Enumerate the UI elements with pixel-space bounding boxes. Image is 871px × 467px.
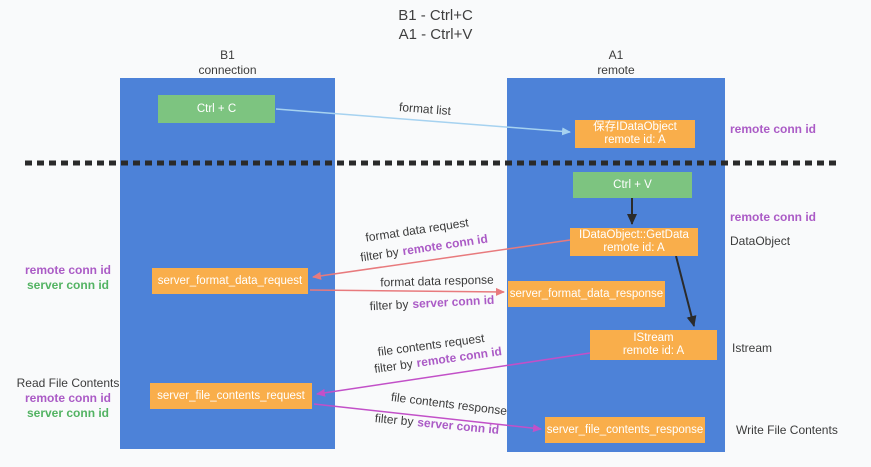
server-conn-id-key: server conn id <box>416 415 500 437</box>
ctrl-c-label: Ctrl + C <box>196 102 237 115</box>
ctrl-v-label: Ctrl + V <box>613 178 652 191</box>
server-format-data-request-node: server_format_data_request <box>152 268 308 294</box>
left-server-conn-id-bottom: server conn id <box>26 406 110 420</box>
server-format-data-request-label: server_format_data_request <box>157 274 303 287</box>
server-conn-id-key: server conn id <box>411 292 495 312</box>
save-dataobject-line2: remote id: A <box>604 134 666 146</box>
left-conn-id-block-bottom: Read File Contents remote conn id server… <box>13 376 123 421</box>
filter-by-text: filter by <box>359 244 400 265</box>
server-file-contents-request-label: server_file_contents_request <box>157 389 305 402</box>
server-file-contents-request-node: server_file_contents_request <box>150 383 312 409</box>
filter-by-text: filter by <box>374 411 415 429</box>
save-dataobject-node: 保存IDataObject remote id: A <box>575 120 695 148</box>
left-conn-id-block-top: remote conn id server conn id <box>13 263 123 293</box>
right-remote-conn-id-top: remote conn id <box>730 122 817 136</box>
server-file-contents-response-label: server_file_contents_response <box>546 423 704 436</box>
istream-line2: remote id: A <box>622 345 685 357</box>
getdata-node: IDataObject::GetData remote id: A <box>570 228 698 256</box>
lane-a1-title: A1 <box>608 48 624 62</box>
read-file-contents-label: Read File Contents <box>16 376 120 390</box>
server-format-data-response-node: server_format_data_response <box>508 281 665 307</box>
diagram-title-line1: B1 - Ctrl+C <box>398 7 473 24</box>
istream-line1: IStream <box>633 332 674 344</box>
getdata-line1: IDataObject::GetData <box>579 229 689 241</box>
lane-a1-subtitle: remote <box>597 63 635 77</box>
ctrl-v-node: Ctrl + V <box>573 172 692 198</box>
write-file-contents-label: Write File Contents <box>736 423 838 437</box>
getdata-line2: remote id: A <box>603 242 665 254</box>
diagram-title: B1 - Ctrl+C A1 - Ctrl+V <box>0 6 871 44</box>
save-dataobject-line1: 保存IDataObject <box>593 121 677 133</box>
server-file-contents-response-node: server_file_contents_response <box>545 417 705 443</box>
diagram-title-line2: A1 - Ctrl+V <box>398 26 473 43</box>
server-format-data-response-label: server_format_data_response <box>509 287 664 300</box>
lane-b1-title: B1 <box>220 48 235 62</box>
format-data-response-edge-label: format data response <box>380 272 494 290</box>
right-remote-conn-id-mid: remote conn id <box>730 210 817 224</box>
lane-header-a1: A1 remote <box>507 48 725 78</box>
left-server-conn-id-top: server conn id <box>26 278 110 292</box>
left-remote-conn-id-top: remote conn id <box>24 263 111 277</box>
lane-header-b1: B1 connection <box>120 48 335 78</box>
format-list-edge-label: format list <box>398 99 452 119</box>
filter-by-text: filter by <box>373 356 414 376</box>
format-data-response-arrow <box>309 287 505 296</box>
istream-node: IStream remote id: A <box>590 330 717 360</box>
lane-b1-subtitle: connection <box>198 63 257 77</box>
left-remote-conn-id-bottom: remote conn id <box>24 391 111 405</box>
ctrl-c-node: Ctrl + C <box>158 95 275 123</box>
istream-side-label: Istream <box>732 341 773 355</box>
filter-by-text: filter by <box>369 297 409 314</box>
dataobject-label: DataObject <box>730 234 791 248</box>
